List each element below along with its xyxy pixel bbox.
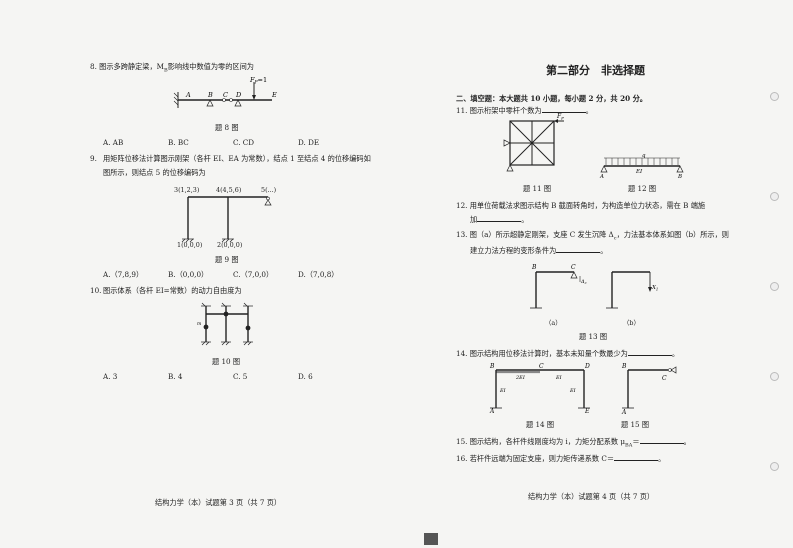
q8-label-e: E [271,91,277,99]
q8-figure-caption: 题 8 图 [215,123,239,132]
q15-frame-figure: B C A [621,363,677,414]
q9-node-5: 5(...) [261,186,277,194]
q13-figure-caption: 题 13 图 [579,332,608,341]
q9-frame-figure [181,196,272,243]
q15-answer-blank[interactable] [639,436,684,444]
left-page-footer: 结构力学（本）试题第 3 页（共 7 页） [155,498,282,507]
q9-option-d[interactable]: D.（7,0,8） [298,270,339,279]
q14-label-d: D [584,363,590,370]
fill-in-section-heading: 二、填空题：本大题共 10 小题，每小题 2 分，共 20 分。 [456,94,647,103]
q14-label-c: C [539,363,544,370]
q8-stem: 8. 图示多跨静定梁，MB影响线中数值为零的区间为 [90,62,254,74]
q12-ei-label: EI [635,169,643,175]
q8-label-b: B [207,91,213,99]
q14-ei-de: EI [569,388,577,394]
q11-stem: 11. 图示桁架中零杆个数为。 [456,105,593,115]
q10-option-c[interactable]: C. 5 [233,372,248,381]
q9-option-a[interactable]: A.（7,8,9） [103,270,144,279]
q10-option-a[interactable]: A. 3 [103,372,118,381]
q15-label-a: A [621,409,627,414]
q14-label-e: E [584,408,590,414]
q13a-label-b: B [531,264,537,271]
binder-hole [770,462,779,471]
q12-stem: 12. 用单位荷载法求图示结构 B 截面转角时，为构造单位力状态，需在 B 端施 [456,201,706,210]
q9-node-3: 3(1,2,3) [174,186,200,194]
q9-stem: 用矩阵位移法计算图示刚架（各杆 EI、EA 为常数），结点 1 至结点 4 的位… [103,154,371,163]
q14-stem: 14. 图示结构用位移法计算时，基本未知量个数最少为。 [456,348,680,358]
q8-label-a: A [185,91,191,99]
q14-answer-blank[interactable] [627,348,672,356]
q13-caption-a: （a） [545,319,562,327]
q9-option-c[interactable]: C.（7,0,0） [233,270,274,279]
scan-registration-mark [424,533,438,545]
q9-stem-line2: 图所示，则结点 5 的位移编码为 [103,168,206,177]
q14-ei-ab: EI [499,388,507,394]
binder-hole [770,372,779,381]
q8-option-a[interactable]: A. AB [103,138,124,147]
q16-stem: 16. 若杆件远端为固定支座，则力矩传递系数 C＝。 [456,453,666,463]
q12-label-a: A [599,174,604,178]
q10-stem: 图示体系（各杆 EI=常数）的动力自由度为 [103,286,242,295]
q13a-label-c: C [571,264,576,271]
q15-label-c: C [662,375,667,382]
q8-option-c[interactable]: C. CD [233,138,255,147]
q12-answer-blank[interactable] [477,214,522,222]
q13-stem: 13. 图（a）所示超静定刚架，支座 C 发生沉降 Δc，力法基本体系如图（b）… [456,230,729,242]
q10-frame-figure: m [197,302,253,346]
q13b-frame-figure: X1 [606,271,658,309]
right-page-footer: 结构力学（本）试题第 4 页（共 7 页） [528,492,655,501]
q9-node-4: 4(4,5,6) [216,186,242,194]
part-two-heading: 第二部分 非选择题 [546,64,645,77]
binder-hole [770,192,779,201]
q9-figure-caption: 题 9 图 [215,255,239,264]
q9-node-1: 1(0,0,0) [177,241,203,249]
q11-truss-figure: FP [503,113,564,172]
q14-ei-cd: EI [555,375,563,381]
binder-hole [770,282,779,291]
q8-beam-figure: A B C D E FP=1 [173,76,277,108]
q15-label-b: B [621,363,627,370]
q12-label-b: B [677,174,682,178]
q11-answer-blank[interactable] [541,105,586,113]
q14-frame-figure: B C D A E 2EI EI EI EI [489,363,590,414]
q10-number: 10. [90,286,102,295]
q12-stem-line2: 加。 [470,214,529,224]
q13a-frame-figure: B C Δc [530,264,587,309]
q9-number: 9. [90,154,97,163]
q12-figure-caption: 题 12 图 [628,184,657,193]
q13b-redundant-label: X1 [651,285,658,292]
q13-answer-blank[interactable] [556,245,601,253]
q12-beam-figure: q EI A B [599,153,684,178]
q10-option-b[interactable]: B. 4 [168,372,183,381]
q8-label-d: D [235,91,242,99]
q10-figure-caption: 题 10 图 [212,357,241,366]
q9-node-2: 2(0,0,0) [217,241,243,249]
q8-option-d[interactable]: D. DE [298,138,320,147]
q16-answer-blank[interactable] [614,453,659,461]
q14-label-a: A [489,408,495,414]
q14-figure-caption: 题 14 图 [526,420,555,429]
q10-mass-label: m [197,322,201,327]
q8-option-b[interactable]: B. BC [168,138,189,147]
binder-hole [770,92,779,101]
q9-option-b[interactable]: B.（0,0,0） [168,270,209,279]
q13-stem-line2: 建立力法方程的变形条件为。 [470,245,608,255]
q15-figure-caption: 题 15 图 [621,420,650,429]
q13-caption-b: （b） [623,319,640,327]
q8-load-label: FP=1 [249,76,267,86]
q15-stem: 15. 图示结构，各杆件线刚度均为 i，力矩分配系数 μBA＝。 [456,436,691,449]
q8-label-c: C [223,91,228,99]
q11-figure-caption: 题 11 图 [523,184,552,193]
q14-label-b: B [489,363,495,370]
q14-ei-bc: 2EI [515,375,526,381]
q13a-settlement-label: Δc [580,279,587,285]
q10-option-d[interactable]: D. 6 [298,372,313,381]
q11-load-label: FP [556,113,564,121]
q12-load-label: q [642,153,646,159]
